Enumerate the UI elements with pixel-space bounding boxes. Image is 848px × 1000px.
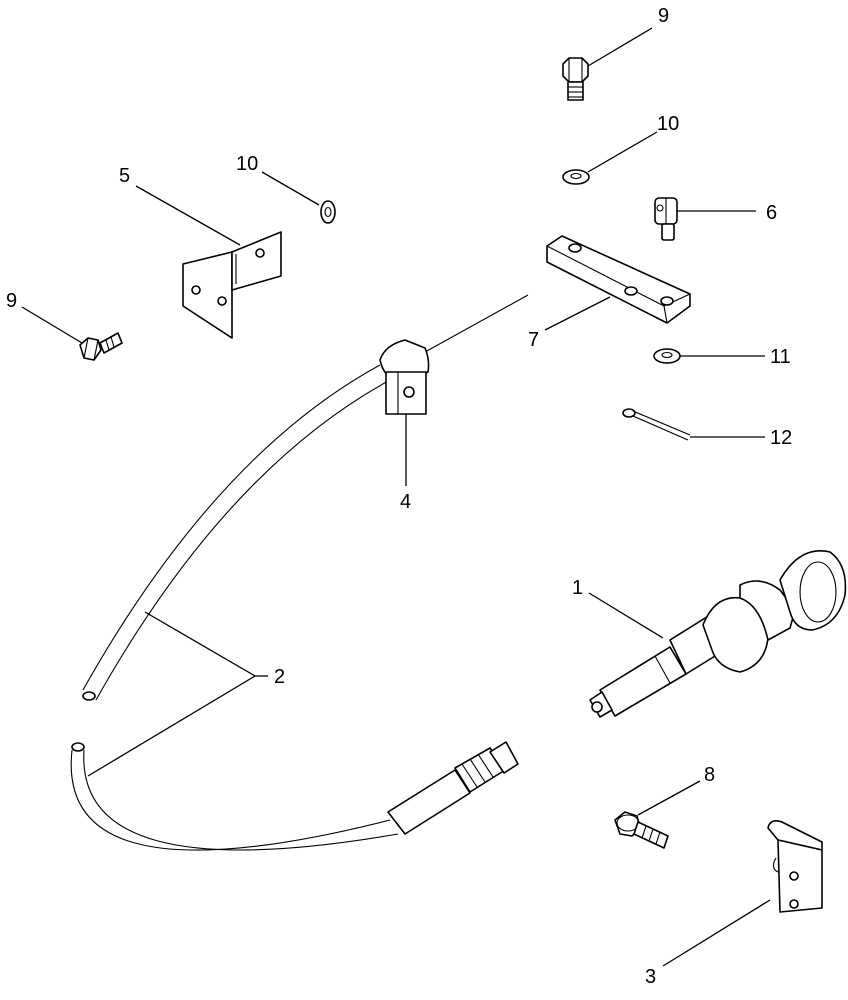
leader-3 [662, 899, 771, 967]
cable-upper-segment [82, 294, 529, 701]
leader-8 [637, 780, 701, 816]
leader-1 [588, 592, 664, 639]
bolt-part-9-top [562, 57, 589, 101]
cable-lower-segment [70, 741, 519, 851]
callout-7: 7 [528, 329, 539, 351]
leader-9-top [587, 27, 653, 67]
leader-2-lower [87, 675, 256, 777]
washer-part-11 [653, 348, 681, 364]
callout-4: 4 [400, 491, 411, 513]
leader-10-left [261, 171, 320, 206]
flange-bolt-part-8 [614, 811, 669, 849]
washer-part-10-left [320, 200, 336, 224]
cotter-pin-part-12 [622, 408, 691, 441]
leader-5 [135, 185, 241, 246]
leader-9-left [21, 306, 83, 344]
callout-9-left: 9 [6, 290, 17, 312]
callout-3: 3 [645, 966, 656, 988]
callout-11: 11 [770, 346, 791, 368]
clamp-part-4 [379, 339, 430, 415]
washer-part-10-right [562, 169, 590, 185]
clevis-pin-part-6 [654, 197, 678, 241]
callout-1: 1 [572, 577, 583, 599]
plate-part-7 [546, 235, 691, 324]
callout-10-right: 10 [657, 113, 679, 135]
callout-9-top: 9 [658, 5, 669, 27]
leader-2-upper [144, 611, 256, 677]
leader-7 [544, 296, 611, 331]
callout-6: 6 [766, 202, 777, 224]
bolt-part-9-left [79, 332, 123, 361]
callout-10-left: 10 [236, 153, 258, 175]
callout-8: 8 [704, 764, 715, 786]
bracket-part-3 [767, 820, 823, 913]
bracket-part-5 [182, 231, 282, 339]
callout-2: 2 [274, 666, 285, 688]
callout-12: 12 [770, 427, 792, 449]
leader-10-right [587, 131, 658, 173]
handle-part-1 [589, 550, 847, 718]
callout-5: 5 [119, 165, 130, 187]
